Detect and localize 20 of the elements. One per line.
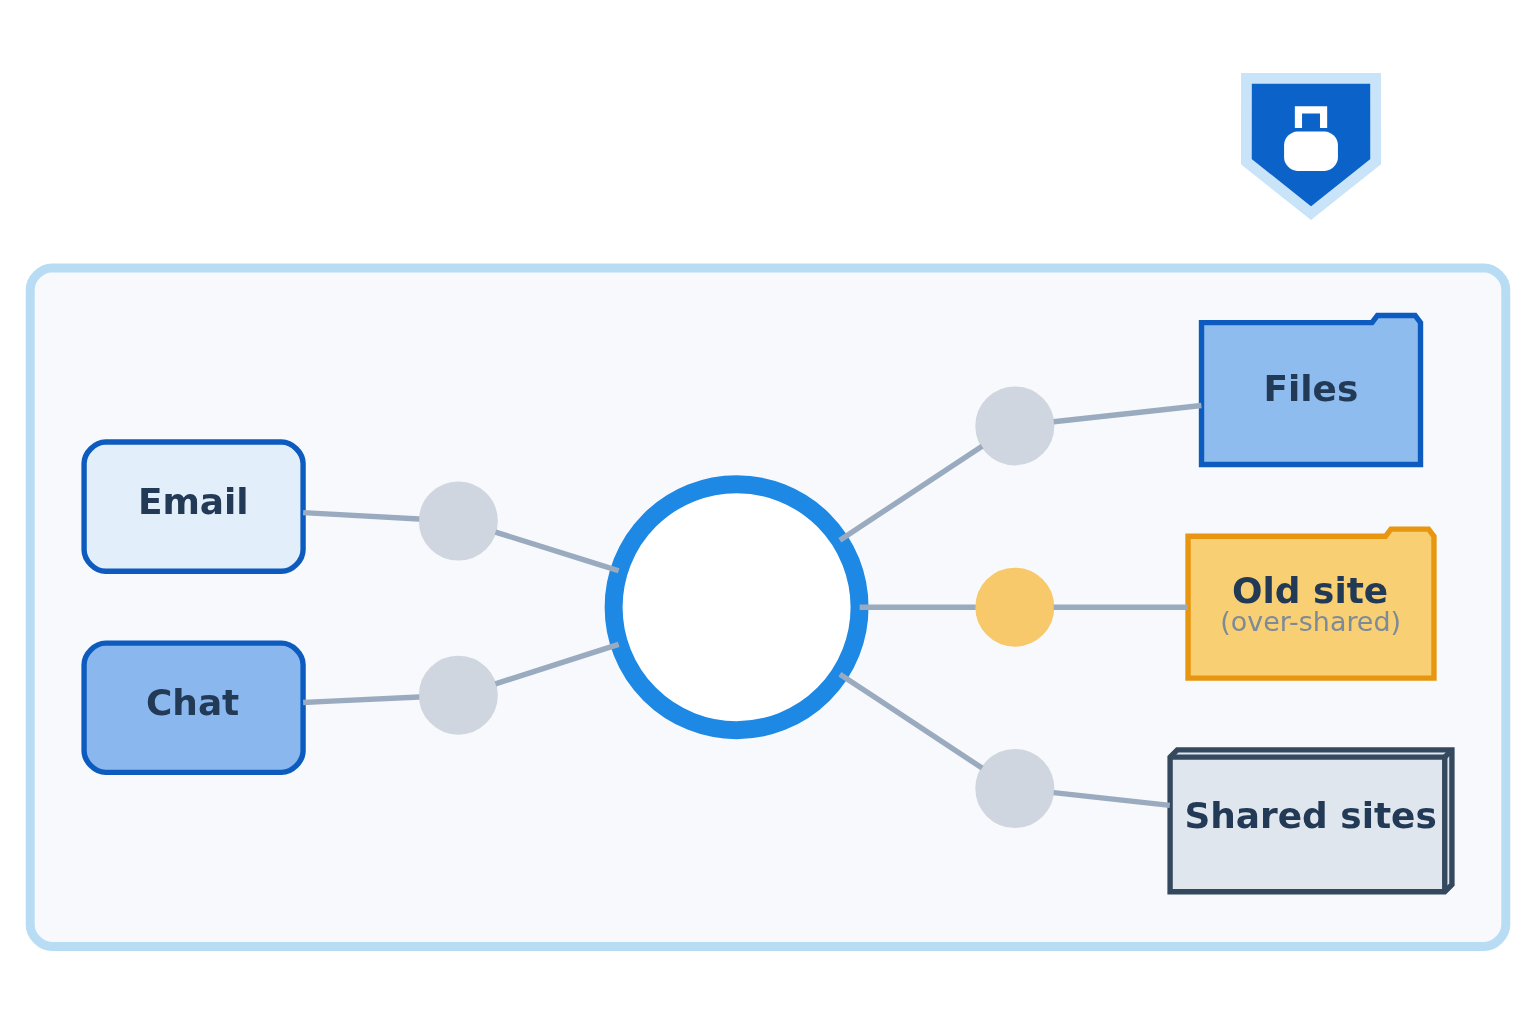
node-box: Chat — [81, 639, 306, 775]
connector — [859, 604, 976, 610]
node-box: Email — [81, 438, 306, 574]
connector — [494, 529, 620, 573]
node-circle — [604, 474, 869, 739]
node-circle — [418, 655, 498, 735]
cluster — [25, 262, 1511, 951]
connector — [838, 443, 984, 542]
node-circle — [975, 385, 1055, 465]
connector — [1053, 402, 1202, 424]
connector — [838, 671, 984, 770]
connector — [302, 693, 420, 705]
node-circle — [975, 567, 1055, 647]
connector — [1053, 789, 1171, 808]
node-shield — [1241, 72, 1381, 220]
connector — [1053, 604, 1188, 610]
connector — [494, 641, 620, 686]
node-circle — [975, 748, 1055, 828]
connector — [302, 509, 420, 522]
node-circle — [418, 481, 498, 560]
